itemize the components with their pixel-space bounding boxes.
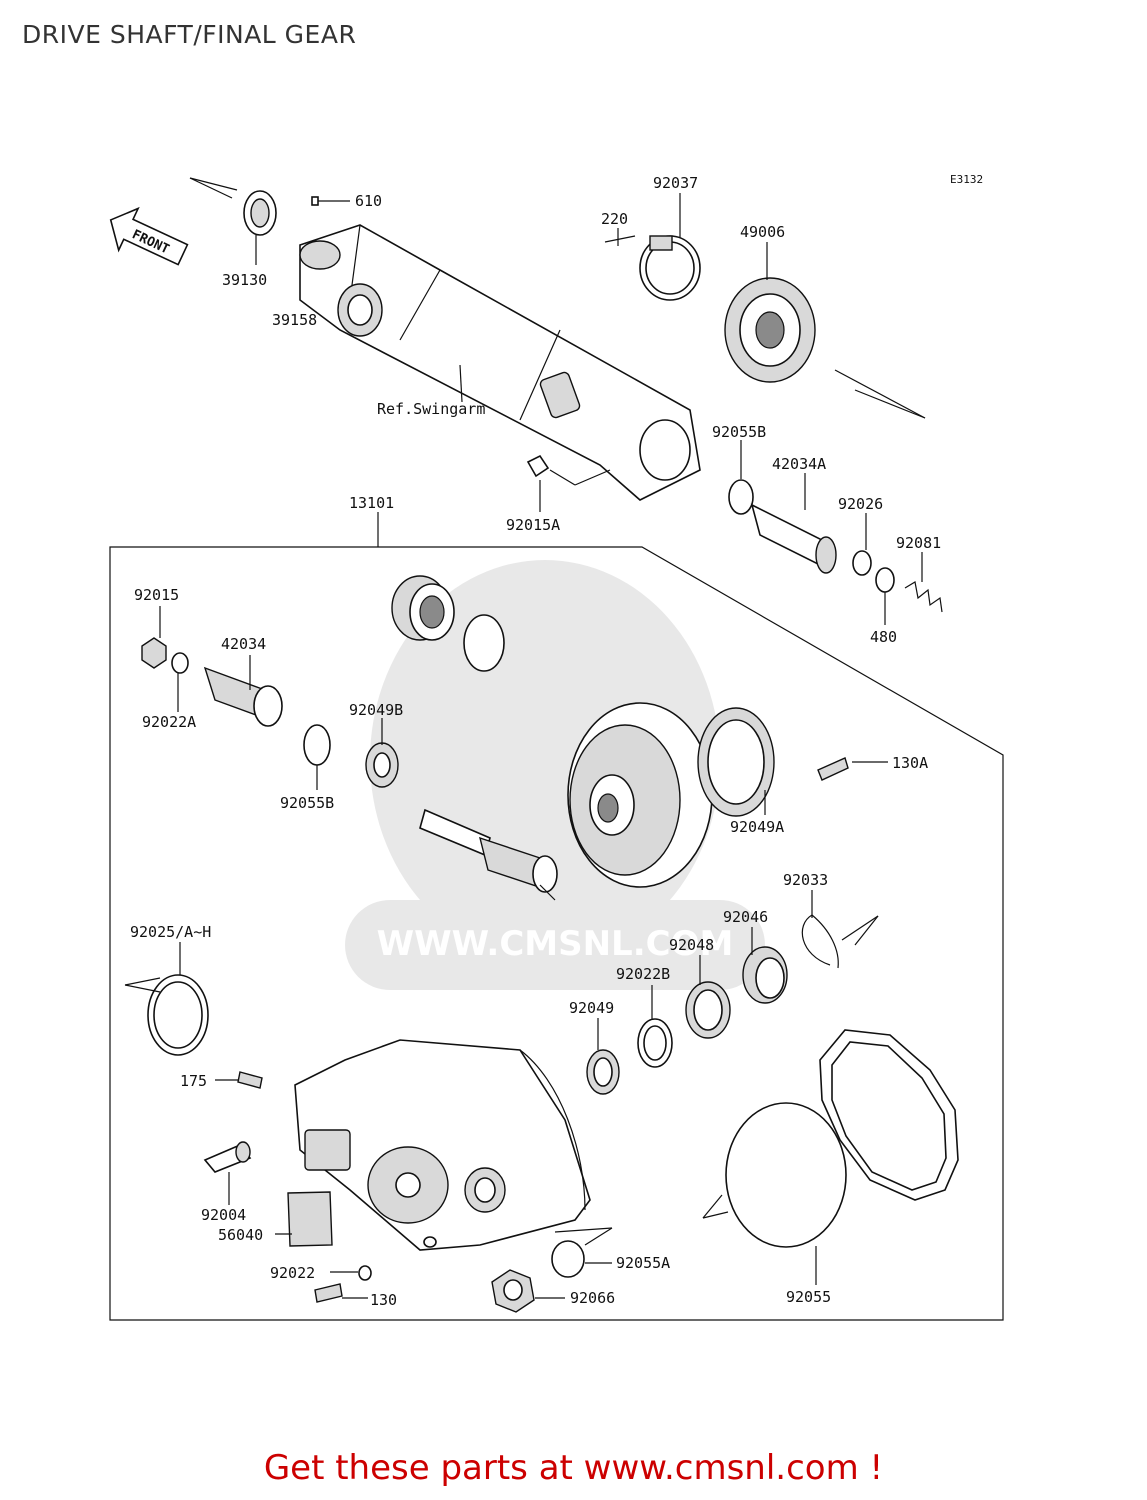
sleeve-42034a: [750, 503, 837, 574]
footer-link[interactable]: Get these parts at www.cmsnl.com !: [263, 1448, 884, 1488]
nut-92015: [141, 637, 167, 669]
label-42034: 42034: [221, 635, 266, 653]
nut-92015a: [526, 454, 550, 478]
label-92046: 92046: [723, 908, 768, 926]
label-39158: 39158: [272, 311, 317, 329]
oring-92055b-top: [728, 479, 754, 515]
label-220: 220: [601, 210, 628, 228]
label-130a: 130A: [892, 754, 928, 772]
clamp-92037: [639, 235, 701, 301]
oring-92055: [725, 1102, 847, 1248]
label-42034a: 42034A: [772, 455, 826, 473]
label-92049a: 92049A: [730, 818, 784, 836]
oring-upper: [463, 614, 505, 672]
label-92066: 92066: [570, 1289, 615, 1307]
label-92048: 92048: [669, 936, 714, 954]
washer-92022: [358, 1265, 372, 1281]
label-92055b-top: 92055B: [712, 423, 766, 441]
circlip-92033: [801, 914, 839, 969]
spring-92081: [904, 581, 943, 613]
label-480: 480: [870, 628, 897, 646]
ring-480: [875, 567, 895, 593]
oring-92055b: [303, 724, 331, 766]
label-13101: 13101: [349, 494, 394, 512]
label-92037: 92037: [653, 174, 698, 192]
diagram-code: E3132: [950, 173, 983, 186]
washer-92026: [852, 550, 872, 576]
label-92004: 92004: [201, 1206, 246, 1224]
bolt-130: [314, 1283, 343, 1303]
label-92022a: 92022A: [142, 713, 196, 731]
stud-175: [237, 1071, 263, 1089]
oring-92055a: [551, 1240, 585, 1278]
label-92033: 92033: [783, 871, 828, 889]
bearing-92046: [742, 946, 788, 1004]
page-title: DRIVE SHAFT/FINAL GEAR: [22, 20, 357, 49]
label-92049: 92049: [569, 999, 614, 1017]
joint-42034: [203, 666, 283, 727]
label-92025: 92025/A~H: [130, 923, 211, 941]
label-92026: 92026: [838, 495, 883, 513]
label-130: 130: [370, 1291, 397, 1309]
label-56040: 56040: [218, 1226, 263, 1244]
label-plate-56040: [287, 1191, 333, 1247]
swingarm-part: [299, 224, 701, 501]
plug-92066: [491, 1269, 535, 1313]
collar-39130: [243, 190, 277, 236]
label-49006: 49006: [740, 223, 785, 241]
final-gear-case: [294, 1039, 591, 1251]
washer-92022a: [171, 652, 189, 674]
ring-gear: [567, 702, 713, 888]
label-92015: 92015: [134, 586, 179, 604]
assembly-frame: [109, 546, 1004, 1321]
front-arrow-icon: FRONT: [109, 206, 189, 266]
label-175: 175: [180, 1072, 207, 1090]
label-39130: 39130: [222, 271, 267, 289]
label-92055a: 92055A: [616, 1254, 670, 1272]
bolt-130a: [817, 757, 849, 781]
label-92022: 92022: [270, 1264, 315, 1282]
pinion-shaft: [419, 808, 558, 893]
label-92049b: 92049B: [349, 701, 403, 719]
label-ref-swingarm: Ref.Swingarm: [377, 400, 485, 418]
label-92055b: 92055B: [280, 794, 334, 812]
cover-gasket: [819, 1029, 959, 1201]
bearing-upper: [391, 575, 455, 641]
label-610: 610: [355, 192, 382, 210]
boot-49006: [724, 277, 816, 383]
label-92081: 92081: [896, 534, 941, 552]
label-92055: 92055: [786, 1288, 831, 1306]
label-92015a: 92015A: [506, 516, 560, 534]
breather-92004: [203, 1141, 252, 1173]
label-92022b: 92022B: [616, 965, 670, 983]
watermark-text: WWW.CMSNL.COM: [377, 924, 734, 964]
